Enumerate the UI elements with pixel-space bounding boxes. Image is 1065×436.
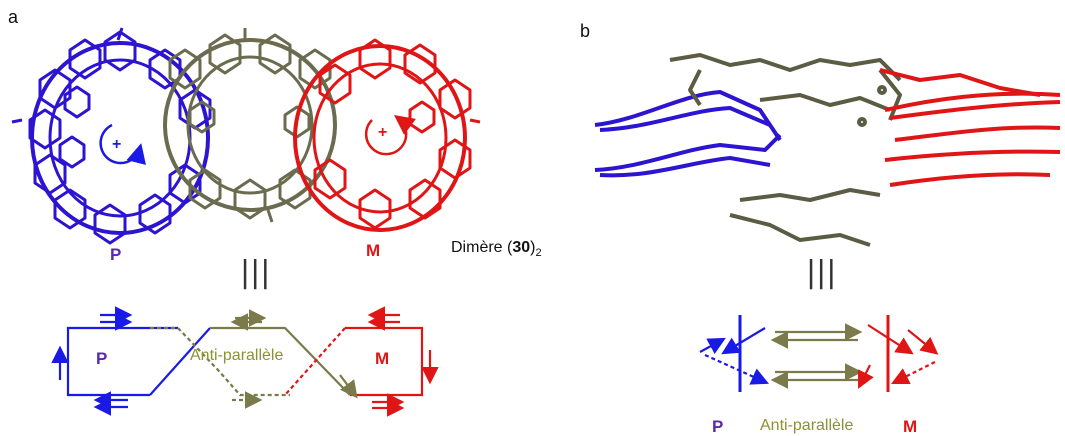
schematic-b-center-label: Anti-parallèle xyxy=(760,417,854,434)
blue-rotation-arrow xyxy=(99,123,146,166)
schematic-a-blue-box xyxy=(66,326,178,397)
schematic-a-m-label: M xyxy=(375,349,390,368)
blue-p-helix xyxy=(11,27,212,245)
panel-b-label: b xyxy=(580,21,591,41)
dimer-caption: Dimère (30)2 xyxy=(451,240,542,259)
olive-ring-b xyxy=(669,53,902,247)
plus-left: + xyxy=(112,136,122,153)
red-rotation-arrow xyxy=(364,115,417,156)
identity-symbol-b: ||| xyxy=(806,255,837,290)
schematic-a xyxy=(51,306,439,417)
dimer-subscript: 2 xyxy=(535,247,542,260)
identity-symbol-a: ||| xyxy=(240,255,271,290)
schematic-a-p-label: P xyxy=(96,349,108,368)
olive-central-ring xyxy=(163,28,337,223)
dimer-number: 30 xyxy=(512,239,531,256)
red-m-helix xyxy=(293,38,481,232)
panel-a-label: a xyxy=(8,7,19,27)
schematic-b-p-label: P xyxy=(712,417,724,436)
schematic-b xyxy=(699,315,939,392)
helix-p-label: P xyxy=(110,245,122,264)
red-strands-b xyxy=(879,68,1061,187)
dimer-structure-a xyxy=(11,27,481,245)
dimer-close: ) xyxy=(530,239,536,256)
blue-strands-b xyxy=(594,90,782,178)
plus-right: + xyxy=(378,124,388,141)
schematic-a-red-dashed xyxy=(284,327,346,396)
dimer-text: Dimère ( xyxy=(451,239,513,256)
schematic-b-m-label: M xyxy=(903,417,918,436)
schematic-a-center-label: Anti-parallèle xyxy=(190,347,284,364)
helix-m-label: M xyxy=(366,241,381,260)
dimer-structure-b xyxy=(594,53,1061,247)
schematic-a-blue-cross xyxy=(149,327,211,396)
